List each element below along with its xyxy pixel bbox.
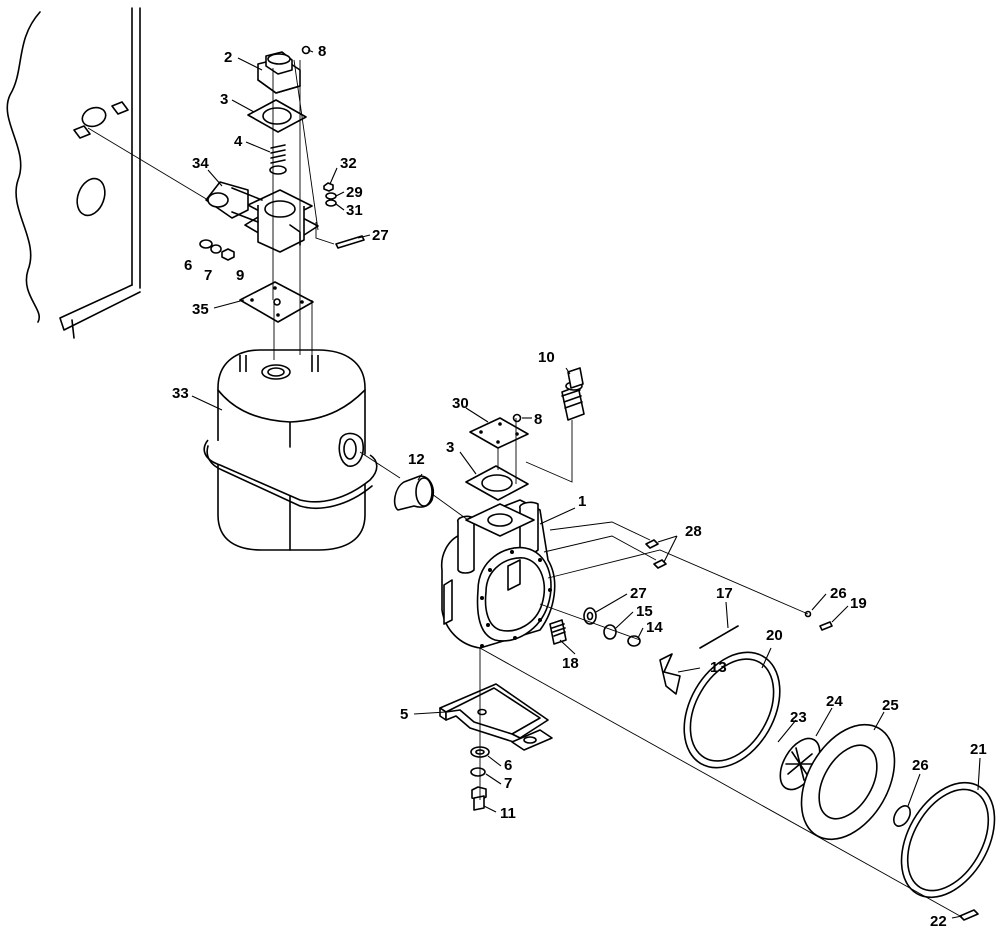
callout-32: 32 (340, 155, 357, 172)
callout-29: 26 (830, 585, 847, 602)
callout-7-top: 7 (204, 267, 212, 284)
callout-27-mid: 28 (685, 523, 702, 540)
callout-21: 22 (930, 913, 947, 930)
callout-3-top: 3 (220, 91, 228, 108)
disc-25 (893, 805, 911, 827)
shaft-seal (549, 607, 641, 647)
tank (203, 349, 378, 551)
callout-4: 4 (234, 133, 243, 150)
callout-labels: 2 8 3 4 34 32 29 31 27 6 7 9 35 10 33 30… (172, 43, 987, 930)
gasket-ring-24 (800, 723, 896, 841)
callout-6-top: 6 (184, 257, 192, 274)
leader-lines (191, 49, 981, 919)
callout-8-mid: 8 (534, 411, 542, 428)
callout-8-top: 8 (318, 43, 326, 60)
callout-5: 5 (400, 706, 408, 723)
frame-panel (6, 7, 141, 339)
callout-15: 15 (636, 603, 653, 620)
washers-left (199, 239, 235, 261)
callout-20: 21 (970, 741, 987, 758)
callout-35: 35 (192, 301, 209, 318)
callout-13: 13 (710, 659, 727, 676)
rod-lever (659, 625, 739, 695)
callout-6-bottom: 6 (504, 757, 512, 774)
callout-10: 10 (538, 349, 555, 366)
callout-33: 34 (192, 155, 209, 172)
gasket-ring-19 (683, 651, 781, 769)
pins (645, 539, 833, 631)
callout-30: 31 (346, 202, 363, 219)
callout-34: 33 (172, 385, 189, 402)
callout-27-top: 27 (372, 227, 389, 244)
callout-11: 11 (500, 805, 516, 822)
callout-3-mid: 3 (446, 439, 454, 456)
callout-28: 29 (346, 184, 363, 201)
callout-26: 27 (630, 585, 647, 602)
callout-12: 12 (408, 451, 425, 468)
callout-31: 30 (452, 395, 469, 412)
callout-23: 24 (826, 693, 843, 710)
callout-22: 23 (790, 709, 807, 726)
valve-spring (269, 144, 287, 175)
assembly-lines (87, 59, 961, 917)
small-hardware-right (323, 182, 365, 249)
hose-barb (561, 367, 585, 421)
bushing (393, 475, 435, 511)
callout-1: 1 (578, 493, 586, 510)
callout-2: 2 (224, 49, 232, 66)
callout-19: 20 (766, 627, 783, 644)
callout-14: 14 (646, 619, 663, 636)
gasket-3-mid (465, 465, 529, 501)
callout-7-bottom: 7 (504, 775, 512, 792)
bracket (439, 683, 553, 751)
pump-body (440, 499, 556, 649)
callout-25: 26 (912, 757, 929, 774)
callout-18: 19 (850, 595, 867, 612)
callout-16: 17 (716, 585, 733, 602)
valve-housing (205, 181, 319, 253)
gasket-upper (247, 99, 307, 133)
callout-24: 25 (882, 697, 899, 714)
callout-9: 9 (236, 267, 244, 284)
screw-21 (959, 909, 979, 921)
callout-17: 18 (562, 655, 579, 672)
gasket-31 (469, 413, 529, 449)
gasket-lower (239, 281, 314, 323)
gasket-ring-20 (900, 781, 996, 899)
valve-cap (257, 45, 311, 94)
